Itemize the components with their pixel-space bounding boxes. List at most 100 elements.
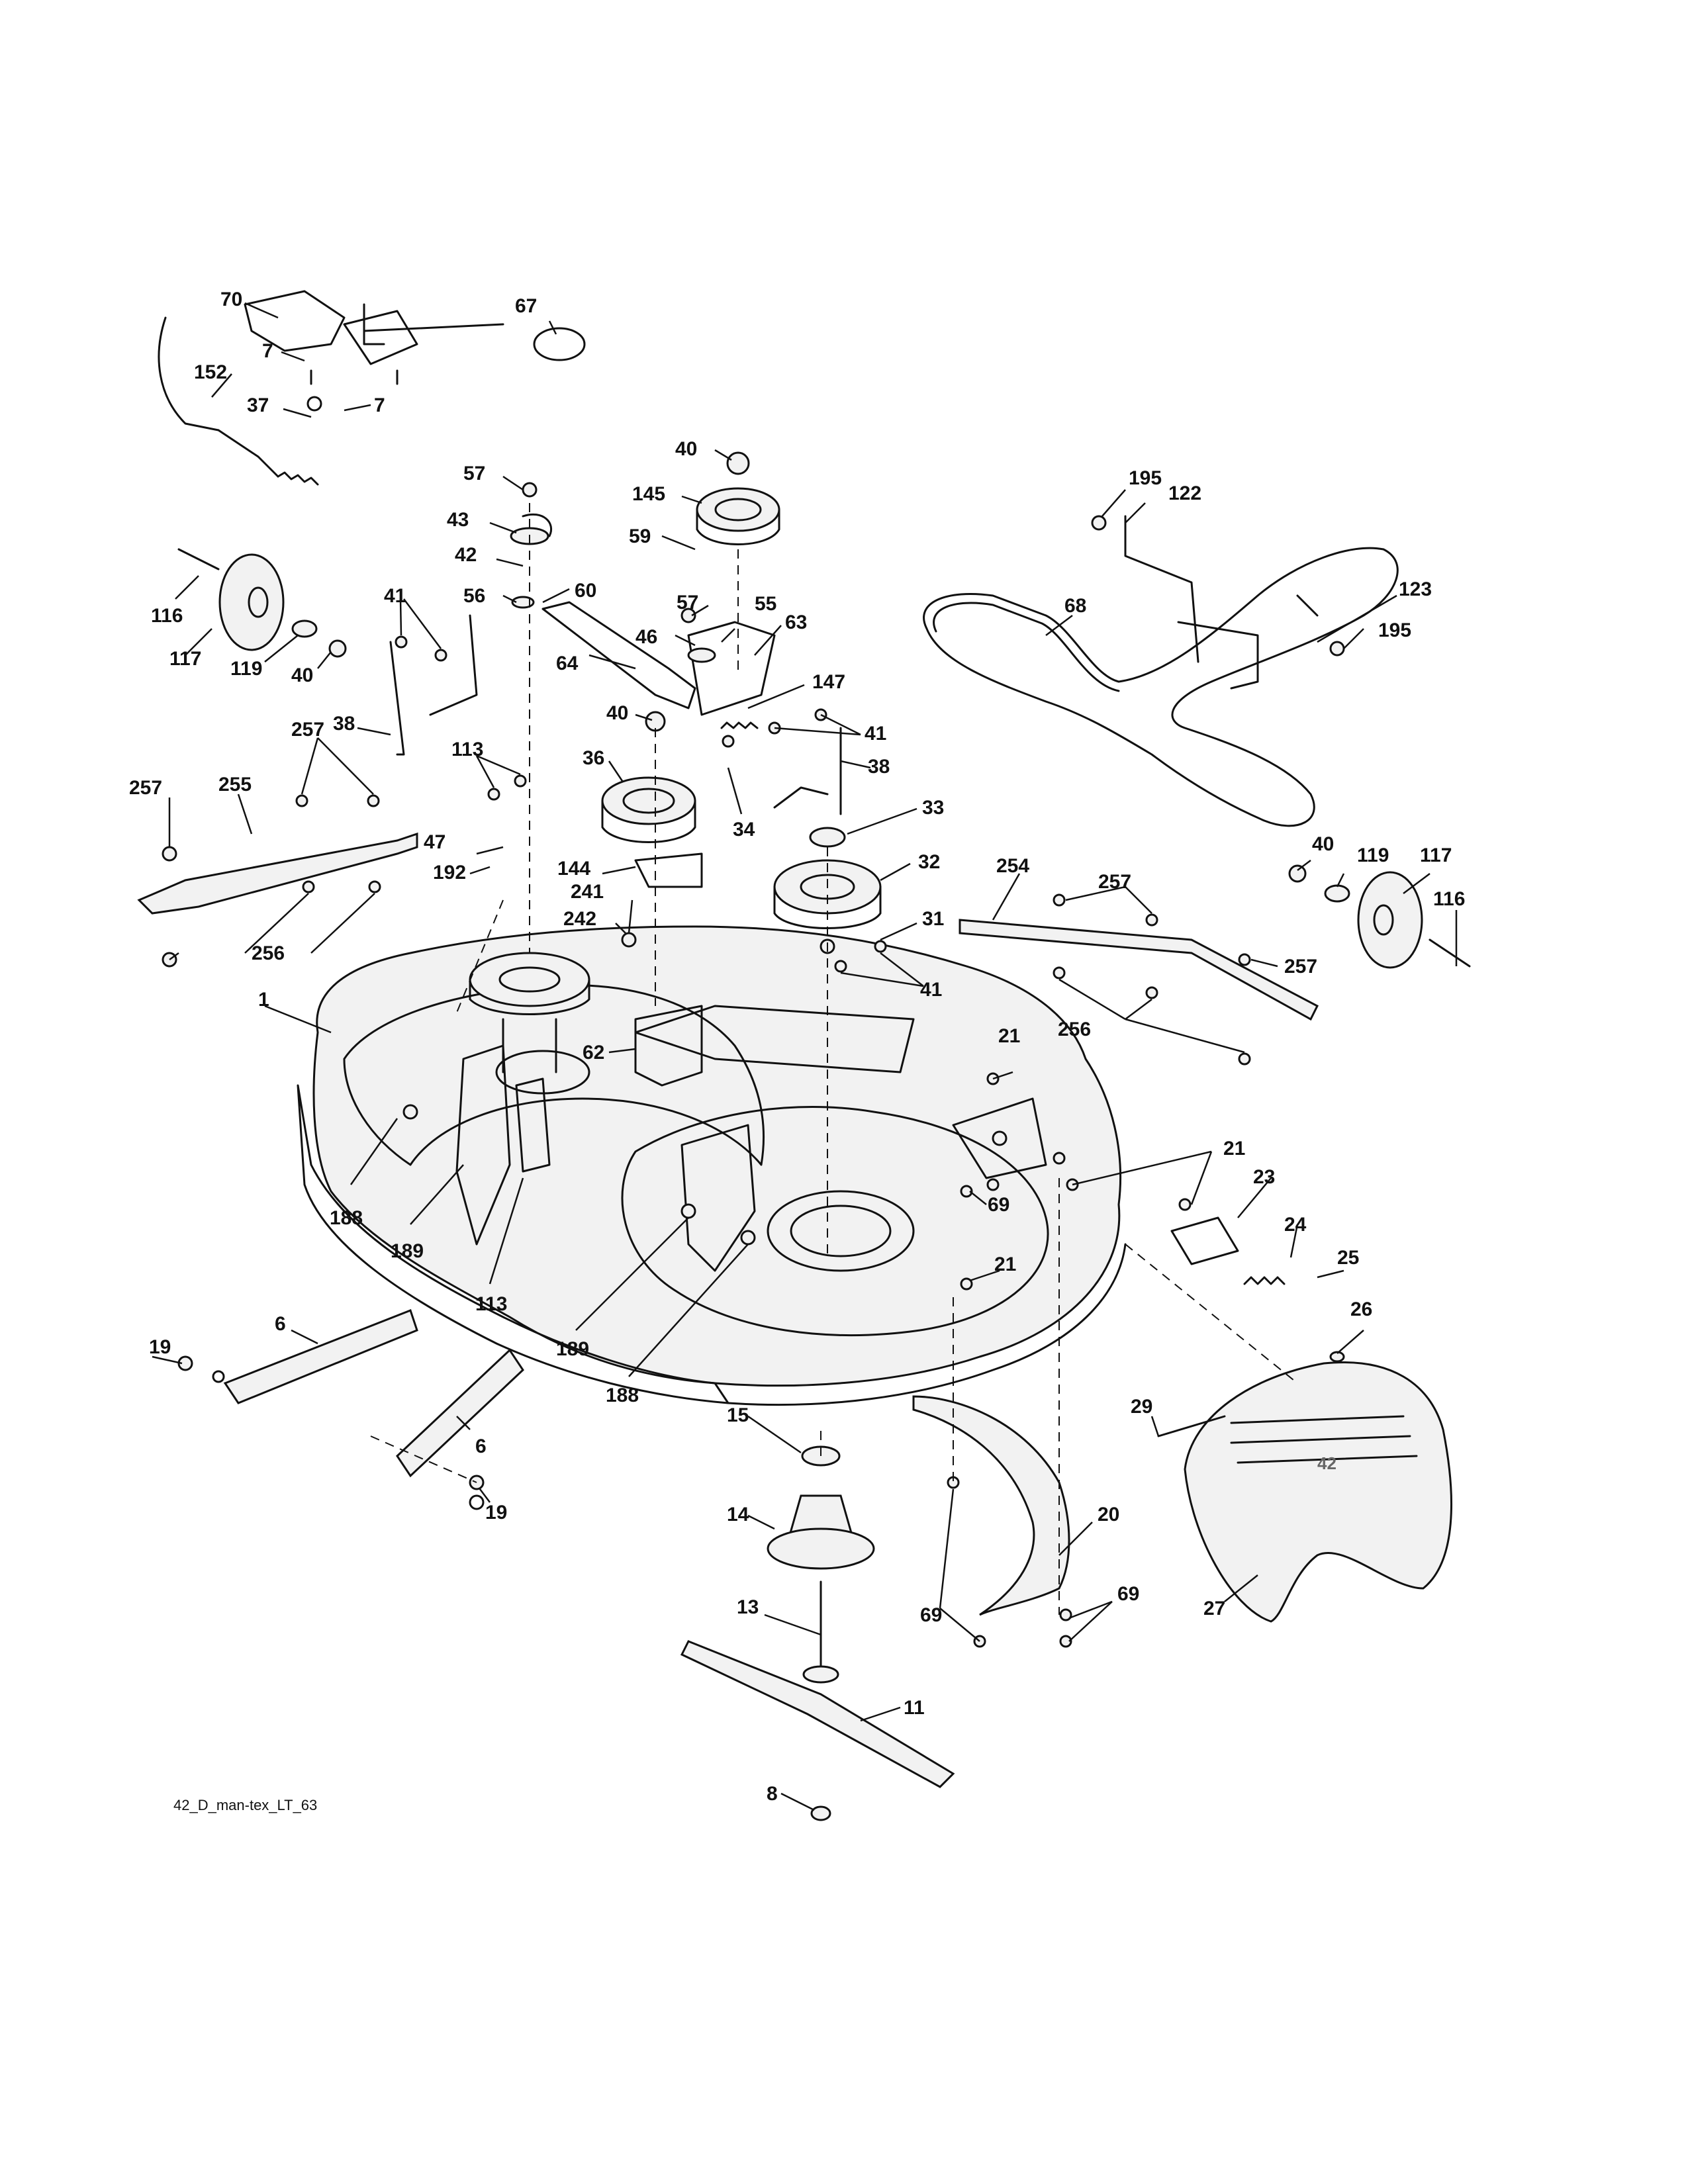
assembly-lines [370, 503, 1298, 1615]
idler-pulley-145 [696, 451, 780, 545]
callout-label: 188 [330, 1207, 363, 1229]
callout-label: 257 [1098, 871, 1131, 893]
callout-label: 145 [632, 483, 665, 505]
callout-label: 122 [1168, 482, 1201, 504]
callout-label: 11 [904, 1697, 925, 1719]
callout-label: 147 [812, 671, 845, 693]
callout-label: 255 [218, 774, 252, 796]
left-spindle-pulley [469, 952, 590, 1073]
callout-label: 55 [755, 593, 776, 615]
callout-label: 257 [129, 777, 162, 799]
callout-label: 34 [733, 819, 755, 841]
callout-label: 63 [785, 612, 807, 633]
callout-label: 67 [515, 295, 537, 317]
callout-label: 36 [583, 747, 604, 769]
mounting-brackets [212, 1309, 524, 1510]
callout-label: 256 [1058, 1019, 1091, 1040]
callout-label: 117 [169, 648, 201, 670]
callout-label: 46 [635, 626, 657, 648]
callout-label: 38 [868, 756, 890, 778]
callout-label: 23 [1253, 1166, 1275, 1188]
callout-label: 29 [1131, 1396, 1152, 1418]
callout-label: 152 [194, 361, 227, 383]
callout-label: 25 [1337, 1247, 1359, 1269]
callout-label: 69 [920, 1604, 942, 1626]
callout-label: 242 [563, 908, 596, 930]
engagement-linkage [158, 290, 586, 486]
drive-belt [923, 547, 1399, 827]
callout-label: 241 [571, 881, 604, 903]
callout-label: 6 [475, 1435, 487, 1457]
idler-pulley-36 [601, 711, 696, 843]
callout-label: 116 [151, 605, 183, 627]
cover-badge: 42 [1317, 1453, 1336, 1473]
callout-label: 37 [247, 394, 269, 416]
callout-label: 32 [918, 851, 940, 873]
callout-label: 21 [994, 1253, 1016, 1275]
callout-label: 144 [557, 858, 590, 880]
callout-label: 43 [447, 509, 469, 531]
left-gauge-wheel [177, 548, 347, 658]
callout-label: 123 [1399, 578, 1432, 600]
callout-label: 33 [922, 797, 944, 819]
callout-label: 19 [485, 1502, 507, 1524]
callout-label: 113 [451, 739, 483, 760]
callout-label: 8 [767, 1783, 778, 1805]
callout-label: 14 [727, 1504, 749, 1525]
callout-label: 117 [1420, 844, 1452, 866]
callout-label: 38 [333, 713, 355, 735]
callout-label: 189 [391, 1240, 424, 1262]
blade-spindle [680, 1445, 955, 1821]
callout-label: 254 [996, 855, 1029, 877]
deflector-arm [912, 1395, 1070, 1616]
callout-label: 68 [1064, 595, 1086, 617]
callout-label: 116 [1433, 888, 1465, 910]
callout-label: 40 [606, 702, 628, 724]
callout-label: 15 [727, 1404, 749, 1426]
callout-label: 119 [1357, 844, 1389, 866]
callout-label: 64 [556, 653, 579, 674]
callout-label: 57 [677, 592, 698, 614]
callout-label: 13 [737, 1596, 759, 1618]
callout-label: 257 [1284, 956, 1317, 978]
callout-label: 19 [149, 1336, 171, 1358]
right-gauge-wheel [1288, 864, 1471, 969]
callout-label: 189 [556, 1338, 589, 1360]
callout-label: 21 [1223, 1138, 1245, 1160]
callout-label: 195 [1378, 619, 1411, 641]
callout-label: 21 [998, 1025, 1020, 1047]
callout-label: 113 [475, 1293, 507, 1315]
hanger-bars [137, 614, 1319, 1021]
callout-label: 57 [463, 463, 485, 484]
callout-label: 24 [1284, 1214, 1307, 1236]
callout-label: 41 [865, 723, 886, 745]
callout-label: 31 [922, 908, 944, 930]
callout-label: 69 [1117, 1583, 1139, 1605]
deck-housing [297, 925, 1127, 1406]
callout-label: 195 [1129, 467, 1162, 489]
callout-label: 119 [230, 658, 262, 680]
callout-label: 27 [1203, 1598, 1225, 1619]
callout-label: 256 [252, 942, 285, 964]
callout-label: 42 [455, 544, 477, 566]
callout-label: 26 [1350, 1298, 1372, 1320]
discharge-chute [1157, 1216, 1452, 1623]
callout-label: 70 [220, 289, 242, 310]
callout-label: 188 [606, 1385, 639, 1406]
idler-arm [510, 513, 776, 888]
callout-label: 60 [575, 580, 596, 602]
callout-label: 6 [275, 1313, 286, 1335]
callout-label: 69 [988, 1194, 1009, 1216]
callout-label: 56 [463, 585, 485, 607]
callout-label: 47 [424, 831, 445, 853]
callout-label: 257 [291, 719, 324, 741]
callout-label: 41 [384, 585, 406, 607]
callout-label: 7 [374, 394, 385, 416]
callout-label: 7 [262, 340, 273, 362]
figure-reference-code: 42_D_man-tex_LT_63 [173, 1797, 317, 1813]
callout-label: 59 [629, 525, 651, 547]
leader-lines [152, 302, 1458, 1811]
callout-label: 62 [583, 1042, 604, 1064]
callout-label: 20 [1098, 1504, 1119, 1525]
